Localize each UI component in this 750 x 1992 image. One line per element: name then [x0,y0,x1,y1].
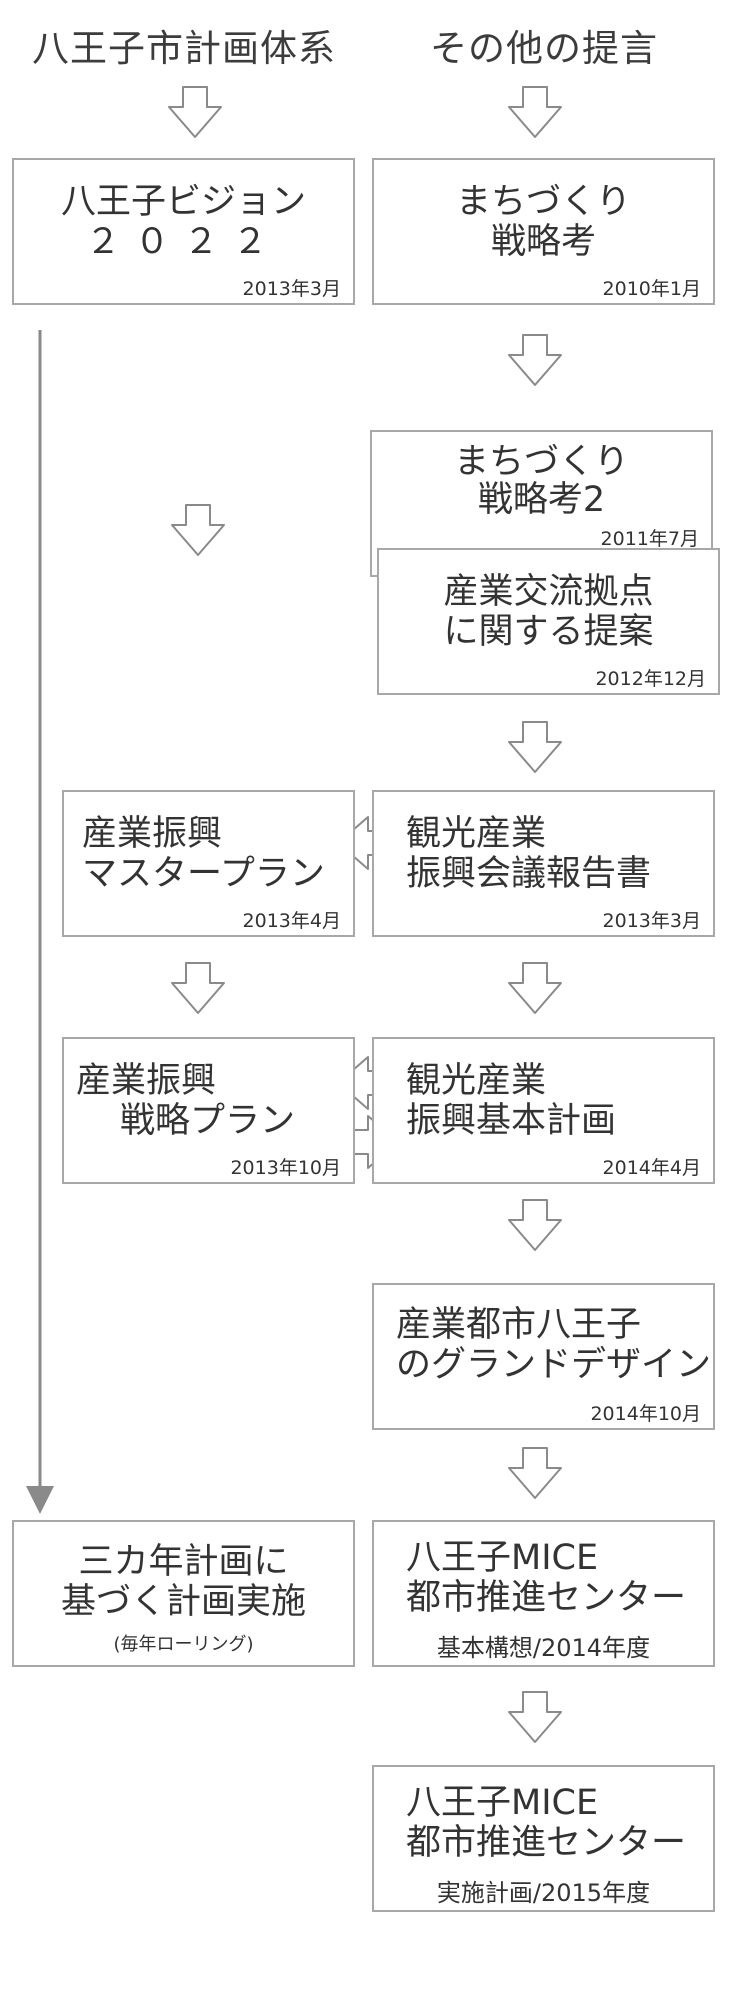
box-tourism-basic-plan: 観光産業 振興基本計画 2014年4月 [372,1037,715,1184]
box-hachioji-vision-2022: 八王子ビジョン ２０２２ 2013年3月 [12,158,355,305]
box-title-line1: 産業都市八王子 [396,1305,642,1345]
box-title-line2: 戦略考2 [477,480,606,520]
box-title-line1: 八王子MICE [406,1783,599,1823]
box-date: 2014年4月 [602,1157,701,1179]
box-title-line1: 産業振興 [82,814,223,854]
box-title-line2: 基づく計画実施 [60,1582,306,1622]
arrow-down-left-1 [168,86,222,138]
box-title-line1: 産業振興 [76,1061,217,1101]
box-note: 実施計画/2015年度 [436,1879,651,1907]
box-date: 2013年10月 [230,1157,341,1179]
box-mice-basic-concept: 八王子MICE 都市推進センター 基本構想/2014年度 [372,1520,715,1667]
arrow-down-right-1 [508,86,562,138]
box-title-line1: 八王子ビジョン [60,182,306,222]
box-date: 2010年1月 [602,278,701,300]
box-date: 2014年10月 [590,1403,701,1425]
box-title-line2: ２０２２ [85,222,282,262]
box-title-line2: 都市推進センター [406,1578,687,1618]
arrow-down-right-6 [508,1447,562,1499]
arrow-down-right-3 [508,721,562,773]
box-title-line2: 振興会議報告書 [406,854,652,894]
timeline-connector [26,330,54,1514]
box-date: 2013年4月 [242,910,341,932]
box-title-line1: 三カ年計画に [78,1542,289,1582]
box-title-line1: 観光産業 [406,814,547,854]
right-column-header: その他の提言 [430,27,658,70]
box-title-line2: 都市推進センター [406,1823,687,1863]
left-column-header: 八王子市計画体系 [32,27,336,70]
box-note: (毎年ローリング) [113,1634,254,1655]
box-title-line1: 産業交流拠点 [443,572,654,612]
box-title-line1: 八王子MICE [406,1538,599,1578]
box-title-line1: 観光産業 [406,1061,547,1101]
arrow-down-right-2 [508,334,562,386]
box-title-line2: に関する提案 [443,612,654,652]
box-title-line2: のグランドデザイン [396,1345,712,1385]
box-industry-exchange-proposal: 産業交流拠点 に関する提案 2012年12月 [377,548,720,695]
arrow-down-left-3 [171,962,225,1014]
box-three-year-plan: 三カ年計画に 基づく計画実施 (毎年ローリング) [12,1520,355,1667]
box-title-line2: 戦略考 [490,222,596,262]
box-mice-implementation-plan: 八王子MICE 都市推進センター 実施計画/2015年度 [372,1765,715,1912]
box-date: 2011年7月 [600,528,699,550]
box-industry-strategy-plan: 産業振興 戦略プラン 2013年10月 [62,1037,355,1184]
box-title-line2: 戦略プラン [120,1101,296,1141]
box-date: 2012年12月 [595,668,706,690]
arrow-down-right-5 [508,1199,562,1251]
box-date: 2013年3月 [242,278,341,300]
box-title-line1: まちづくり [455,182,631,222]
box-title-line2: 振興基本計画 [406,1101,617,1141]
box-machizukuri-strategy: まちづくり 戦略考 2010年1月 [372,158,715,305]
arrow-down-left-2 [171,504,225,556]
arrow-down-right-7 [508,1691,562,1743]
box-industry-master-plan: 産業振興 マスタープラン 2013年4月 [62,790,355,937]
box-tourism-council-report: 観光産業 振興会議報告書 2013年3月 [372,790,715,937]
box-title-line2: マスタープラン [82,854,325,894]
box-note: 基本構想/2014年度 [436,1634,651,1662]
box-grand-design: 産業都市八王子 のグランドデザイン 2014年10月 [372,1283,715,1430]
box-date: 2013年3月 [602,910,701,932]
arrow-down-right-4 [508,962,562,1014]
box-title-line1: まちづくり [453,442,629,482]
